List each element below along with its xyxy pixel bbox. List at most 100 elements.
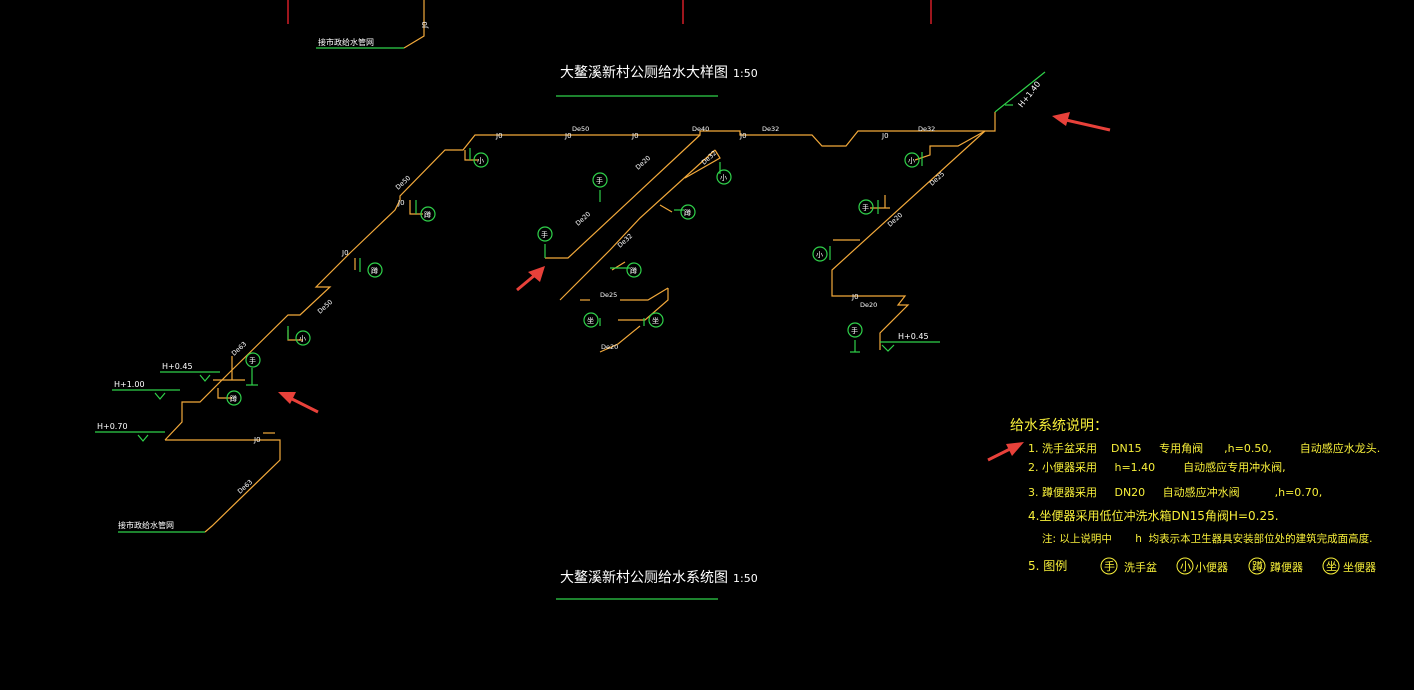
scale-detail: 1:50 [733, 67, 758, 80]
legend-prefix: 5. 图例 [1028, 559, 1067, 573]
fixture-squat-2: 蹲 [367, 262, 383, 278]
pipe-de25-c: De25 [600, 291, 617, 299]
pipe-de20-r2: De20 [860, 301, 877, 309]
fixture-seat-1: 坐 [583, 312, 599, 328]
svg-text:小: 小 [299, 334, 306, 343]
arrow-notes [987, 442, 1024, 462]
valve-tag-6: J0 [851, 293, 859, 301]
top-connection: J0 接市政给水管网 [316, 0, 429, 49]
svg-text:蹲: 蹲 [371, 266, 378, 275]
svg-text:小: 小 [477, 156, 484, 165]
pipe-de20-c3: De20 [601, 343, 618, 351]
pipe-size-labels: De50 De40 De32 De32 De50 De50 De63 De63 … [230, 125, 946, 495]
elev-h100: H+1.00 [114, 380, 145, 389]
svg-text:坐: 坐 [652, 316, 659, 325]
fixture-wash-2: 手 [592, 172, 608, 188]
valve-tag-8: J0 [341, 249, 349, 257]
arrow-left [278, 392, 319, 414]
pipe-de20-c1: De20 [634, 154, 652, 172]
legend-squat: 蹲蹲便器 [1248, 557, 1303, 575]
svg-text:蹲: 蹲 [630, 266, 637, 275]
valve-tags: J0 J0 J0 J0 J0 J0 J0 J0 J0 [253, 132, 889, 444]
elev-h045-left: H+0.45 [162, 362, 193, 371]
notes-line-3: 3. 蹲便器采用 DN20 自动感应冲水阀 ,h=0.70, [1028, 485, 1322, 499]
svg-text:小: 小 [720, 173, 727, 182]
connect-label-bottom: 接市政给水管网 [118, 520, 174, 530]
pipe-de32-right: De32 [918, 125, 935, 133]
svg-text:手: 手 [541, 230, 548, 239]
notes-block: 给水系统说明： 1. 洗手盆采用 DN15 专用角阀 ,h=0.50, 自动感应… [1010, 418, 1380, 575]
svg-text:蹲: 蹲 [230, 394, 237, 403]
fixture-urinal-4: 小 [904, 152, 920, 168]
svg-text:小: 小 [908, 156, 915, 165]
pipe-center-system [545, 134, 721, 353]
svg-text:坐: 坐 [1326, 560, 1337, 573]
svg-text:小: 小 [1180, 560, 1191, 573]
notes-line-1: 1. 洗手盆采用 DN15 专用角阀 ,h=0.50, 自动感应水龙头. [1028, 441, 1380, 455]
notes-line-2: 2. 小便器采用 h=1.40 自动感应专用冲水阀, [1028, 460, 1286, 474]
notes-line-5: 注: 以上说明中 h 均表示本卫生器具安装部位处的建筑完成面高度. [1042, 532, 1372, 545]
pipe-de25-r: De25 [928, 170, 946, 188]
legend-wash: 手洗手盆 [1100, 557, 1157, 575]
fixture-squat-1: 蹲 [226, 390, 242, 406]
pipe-de32-c2: De32 [616, 232, 634, 250]
pipe-de50-top: De50 [572, 125, 589, 133]
valve-tag-5: J0 [881, 132, 889, 140]
fixture-urinal-5: 小 [812, 246, 828, 262]
svg-text:蹲: 蹲 [684, 208, 691, 217]
pipe-de20-r1: De20 [886, 211, 904, 229]
title-detail: 大鳌溪新村公厕给水大样图 [560, 64, 728, 81]
fixture-stubs-center [544, 162, 721, 326]
fixture-wash-3: 手 [537, 226, 553, 242]
svg-text:蹲: 蹲 [1252, 559, 1263, 573]
pipe-right-system [831, 112, 996, 350]
valve-tag-1: J0 [495, 132, 503, 140]
fixture-wash-4: 手 [858, 199, 874, 215]
pipe-de50-diag1: De50 [394, 174, 412, 192]
arrow-right-top [1052, 112, 1111, 132]
svg-text:手: 手 [249, 356, 256, 365]
fixture-stubs-left [246, 148, 471, 386]
title-system: 大鳌溪新村公厕给水系统图 [560, 569, 728, 586]
svg-text:小: 小 [816, 250, 823, 259]
pipe-de32-mid: De32 [762, 125, 779, 133]
elev-h045-right: H+0.45 [898, 332, 929, 341]
fixture-urinal-1: 小 [295, 330, 311, 346]
fixture-squat-4: 蹲 [680, 204, 696, 220]
pipe-de40-top: De40 [692, 125, 709, 133]
notes-line-4: 4.坐便器采用低位冲洗水箱DN15角阀H=0.25. [1028, 508, 1279, 523]
valve-tag-2: J0 [564, 132, 572, 140]
svg-text:手: 手 [1104, 559, 1115, 573]
fixture-seat-2: 坐 [648, 312, 664, 328]
fixture-squat-5: 蹲 [626, 262, 642, 278]
connect-label-top: 接市政给水管网 [318, 37, 374, 47]
svg-text:坐便器: 坐便器 [1343, 561, 1376, 574]
svg-text:洗手盆: 洗手盆 [1124, 560, 1157, 574]
fixtures: 手 小 蹲 蹲 蹲 小 手 手 小 蹲 蹲 坐 坐 小 手 小 手 [226, 152, 920, 406]
valve-tag-9: J0 [397, 199, 405, 207]
valve-tag-3: J0 [631, 132, 639, 140]
notes-heading: 给水系统说明： [1010, 418, 1108, 434]
legend-urinal: 小小便器 [1176, 557, 1228, 575]
fixture-wash-1: 手 [245, 352, 261, 368]
svg-text:手: 手 [596, 176, 603, 185]
pipe-de63-main: De63 [236, 478, 254, 496]
elev-h070: H+0.70 [97, 422, 128, 431]
svg-text:坐: 坐 [587, 316, 594, 325]
fixture-wash-5: 手 [847, 322, 863, 338]
svg-text:蹲便器: 蹲便器 [1270, 560, 1303, 574]
pipe-de20-c2: De20 [574, 210, 592, 228]
valve-tag-4: J0 [739, 132, 747, 140]
annotation-arrows [278, 112, 1111, 462]
fixture-squat-3: 蹲 [420, 206, 436, 222]
fixture-urinal-2: 小 [473, 152, 489, 168]
valve-tag-7: J0 [253, 436, 261, 444]
fixture-stubs-right [829, 71, 1046, 353]
valve-tag-top: J0 [421, 21, 429, 29]
svg-text:手: 手 [862, 203, 869, 212]
svg-text:蹲: 蹲 [424, 210, 431, 219]
svg-text:小便器: 小便器 [1195, 561, 1228, 574]
fixture-urinal-3: 小 [716, 169, 732, 185]
svg-text:手: 手 [851, 326, 858, 335]
